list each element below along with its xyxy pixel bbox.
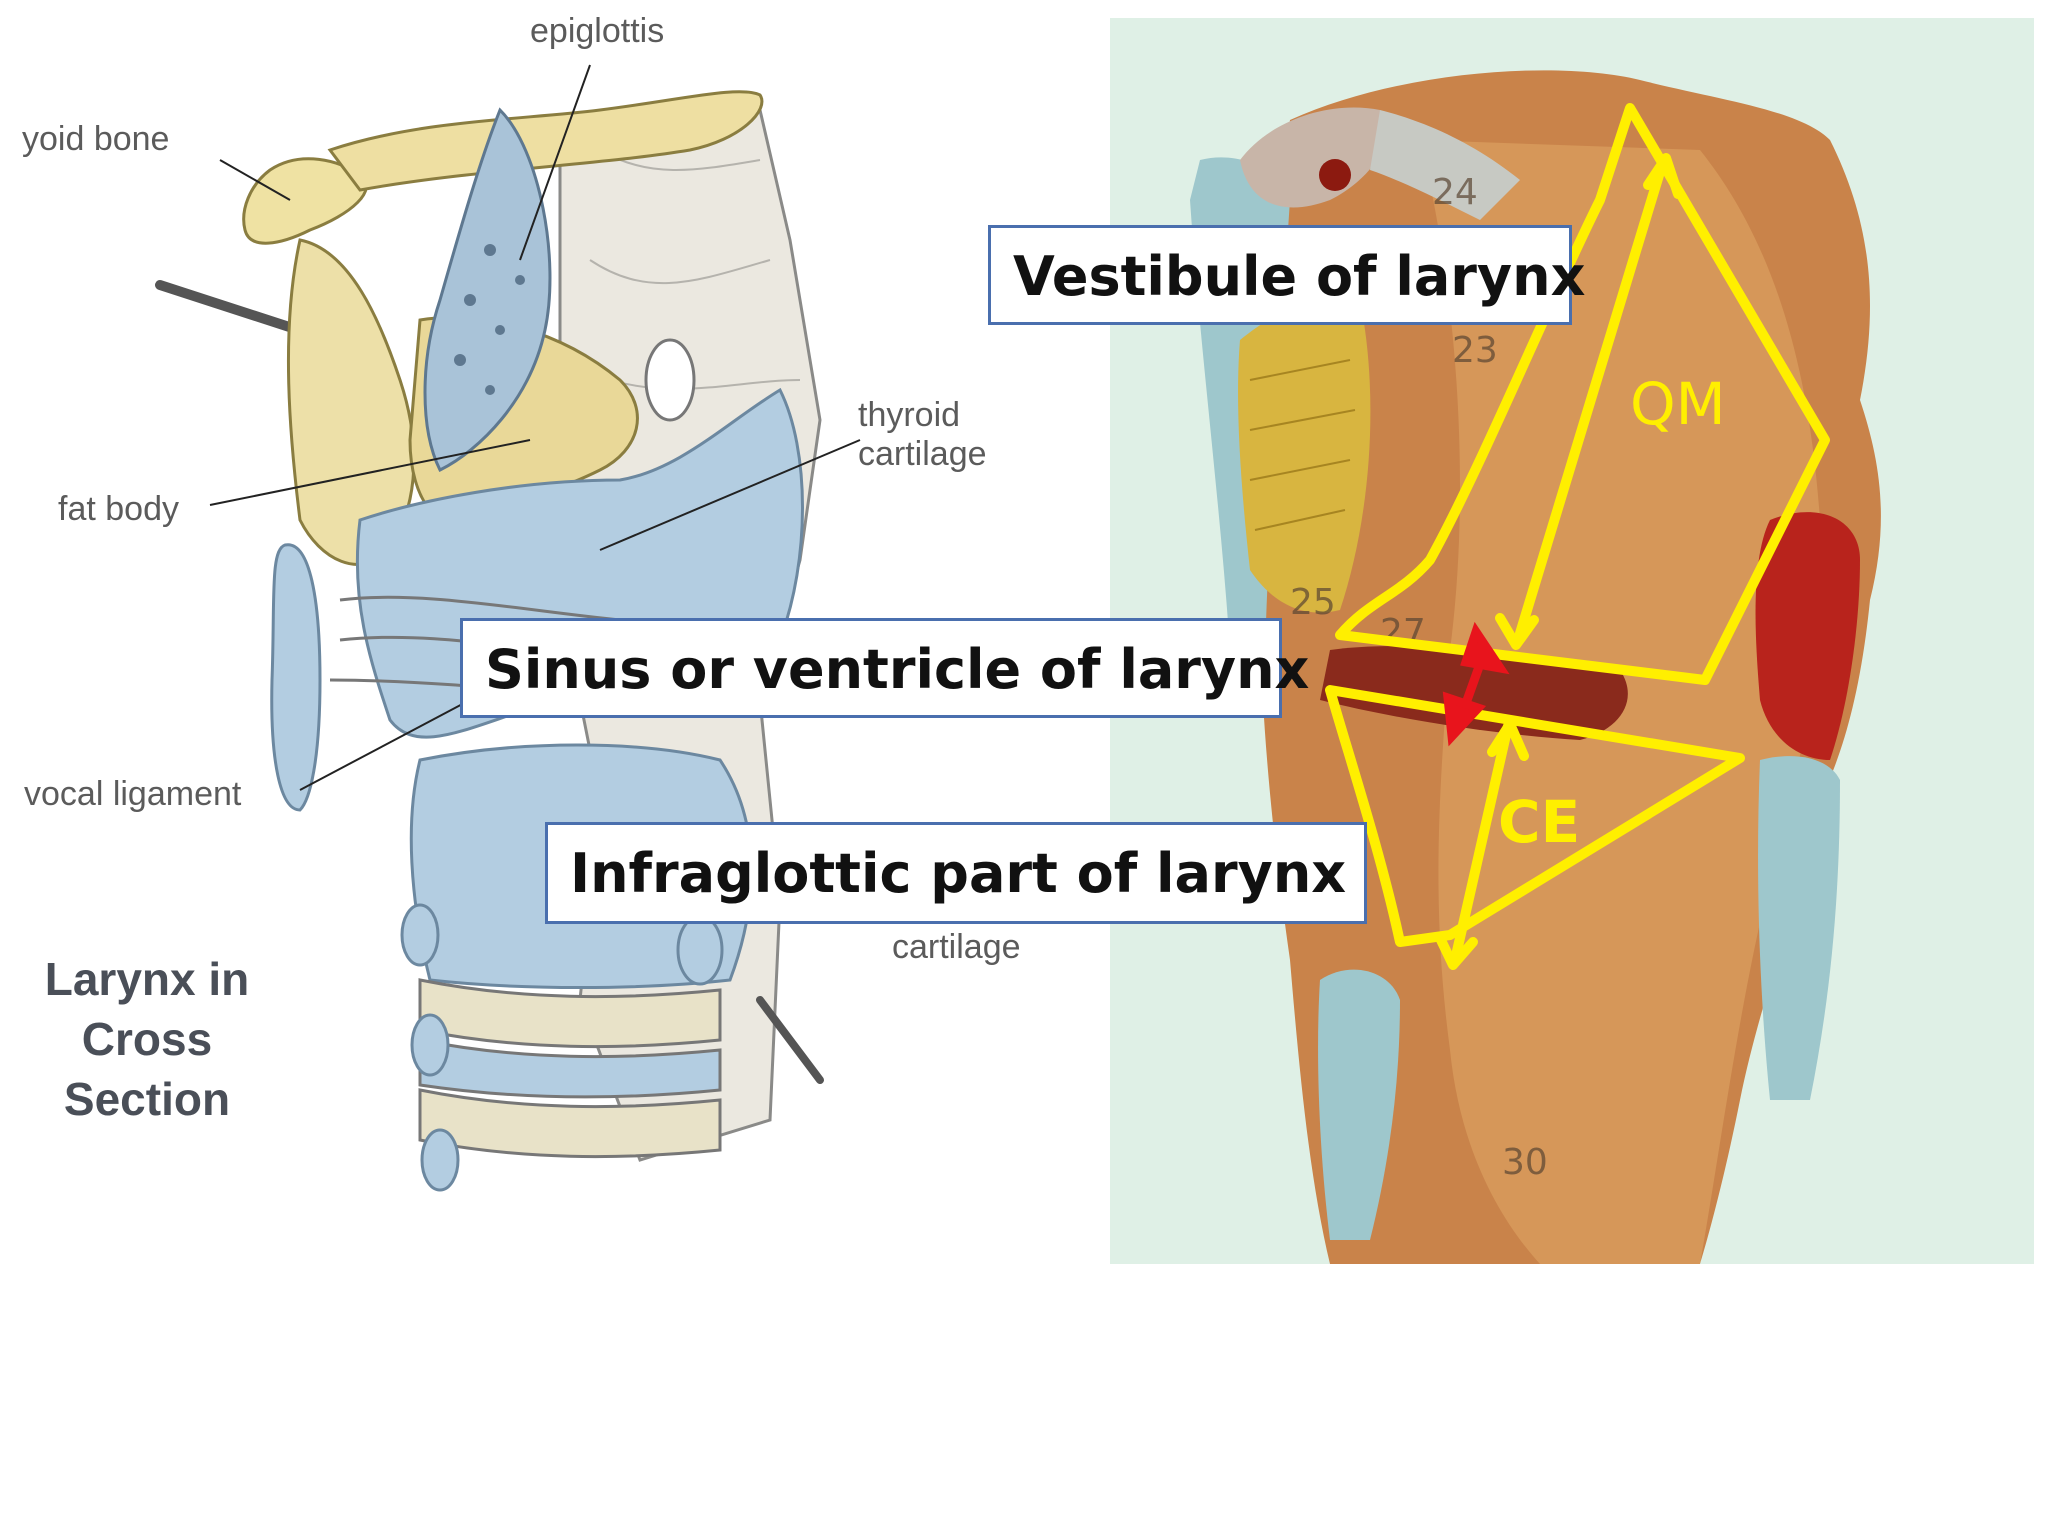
label-epiglottis: epiglottis [530, 12, 665, 50]
label-cartilage: cartilage [892, 928, 1021, 966]
callout-infraglottic: Infraglottic part of larynx [545, 822, 1367, 924]
vestibule-outline [1335, 103, 1830, 685]
qm-mark: QM [1630, 370, 1726, 438]
qm-arrow [1513, 157, 1668, 645]
ce-arrow [1450, 721, 1513, 965]
figure-caption: Larynx in Cross Section [44, 953, 250, 1125]
label-fat-body: fat body [58, 490, 179, 528]
callout-vestibule: Vestibule of larynx [988, 225, 1585, 325]
leader-lines [209, 64, 861, 791]
ventricle-arrow [1442, 621, 1510, 747]
model-number-30: 30 [1502, 1142, 1548, 1183]
ce-mark: CE [1498, 788, 1581, 856]
model-number-23: 23 [1452, 330, 1498, 371]
infraglottic-outline [1325, 685, 1745, 947]
cartilage-rings-column [400, 903, 724, 1192]
epiglottis-dots [454, 244, 525, 395]
label-thyroid-cartilage: thyroid cartilage [858, 396, 987, 474]
label-hyoid-bone: yoid bone [22, 120, 170, 158]
callout-sinus: Sinus or ventricle of larynx [460, 618, 1309, 718]
model-number-24: 24 [1432, 172, 1478, 213]
model-number-25: 25 [1290, 582, 1336, 623]
label-vocal-ligament: vocal ligament [24, 775, 242, 813]
